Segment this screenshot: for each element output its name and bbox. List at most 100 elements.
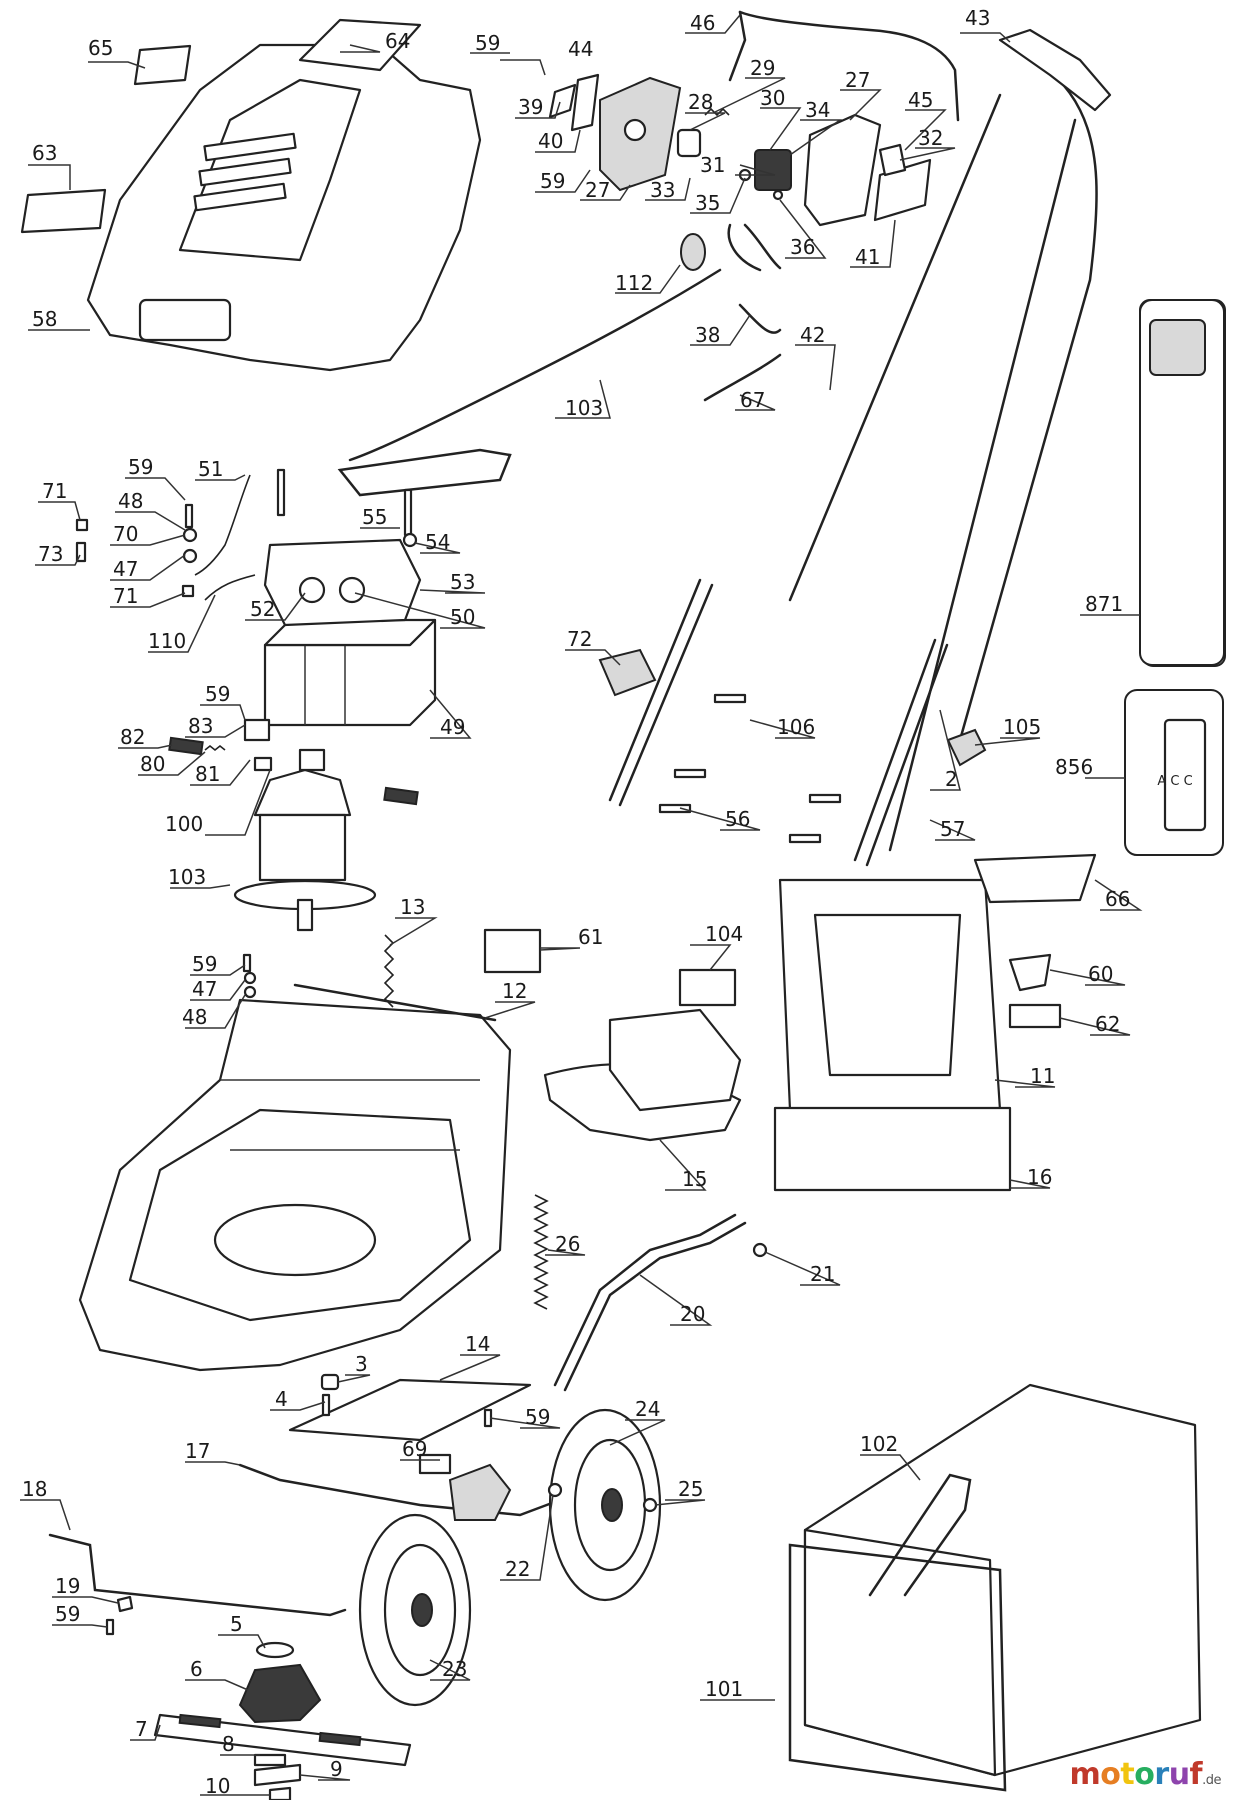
motor-103 [233,768,377,932]
bail-46-left [728,10,747,82]
callout-54: 54 [425,530,450,554]
washer-47b [243,971,257,985]
callout-53: 53 [450,570,475,594]
callout-871: 871 [1085,592,1123,616]
lower-tube-right-b [865,643,949,867]
watermark-letter: m [1069,1757,1101,1792]
rear-flap-panel [813,913,962,1077]
nut-71 [75,518,89,532]
callout-57: 57 [940,817,965,841]
callout-2: 2 [945,767,958,791]
callout-26: 26 [555,1232,580,1256]
callout-39: 39 [518,95,543,119]
bolt-73 [75,541,87,563]
callout-52: 52 [250,597,275,621]
callout-44: 44 [568,37,593,61]
callout-106: 106 [777,715,815,739]
spring-13 [383,934,395,1008]
callout-100: 100 [165,812,203,836]
callout-40: 40 [538,129,563,153]
mower-deck [78,998,512,1372]
callout-19: 19 [55,1574,80,1598]
clamp-72 [598,648,657,697]
watermark-letter: t [1120,1757,1135,1792]
callout-55: 55 [362,505,387,529]
callout-15: 15 [682,1167,707,1191]
screw-59e [242,953,252,973]
callout-103: 103 [565,396,603,420]
screw-59c [184,503,194,529]
hook-45 [878,143,907,177]
callout-48: 48 [182,1005,207,1029]
cable-38 [738,303,782,334]
callout-80: 80 [140,752,165,776]
callout-50: 50 [450,605,475,629]
callout-69: 69 [402,1437,427,1461]
plate-100 [253,756,273,772]
callout-22: 22 [505,1557,530,1581]
bail-cable-103 [348,268,722,462]
callout-105: 105 [1003,715,1041,739]
callout-35: 35 [695,191,720,215]
bolt-10 [268,1786,292,1800]
callout-67: 67 [740,388,765,412]
spring-26 [533,1194,549,1310]
callout-24: 24 [635,1397,660,1421]
callout-labels: 65 64 59 44 46 43 63 39 40 28 29 30 34 2… [22,6,1130,1798]
callout-28: 28 [688,90,713,114]
terminal-50 [338,576,366,604]
watermark: motoruf.de [1069,1757,1222,1792]
leader-lines [20,14,1143,1796]
callout-14: 14 [465,1332,490,1356]
callout-51: 51 [198,457,223,481]
callout-12: 12 [502,979,527,1003]
label-40 [570,73,600,132]
callout-9: 9 [330,1757,343,1781]
brush-holder-83 [243,718,271,742]
callout-30: 30 [760,86,785,110]
callout-64: 64 [385,29,410,53]
wheel-24 [548,1408,662,1602]
switch-button [676,128,702,158]
callout-59: 59 [525,1405,550,1429]
watermark-letter: r [1154,1757,1169,1792]
callout-11: 11 [1030,1064,1055,1088]
blade-slot-left [178,1713,222,1729]
brush-82 [168,736,204,756]
callout-103: 103 [168,865,206,889]
callout-42: 42 [800,323,825,347]
cable-67 [703,353,782,402]
axle-17 [238,1463,562,1517]
label-65 [133,44,192,86]
handle-left-tube [788,93,1002,602]
callout-46: 46 [690,11,715,35]
watermark-suffix: .de [1202,1773,1221,1788]
washer-48b [243,985,257,999]
screw-59g [105,1618,115,1636]
callout-3: 3 [355,1352,368,1376]
bolt-long [276,468,286,517]
callout-27: 27 [845,68,870,92]
switch-34 [754,149,792,191]
callout-56: 56 [725,807,750,831]
callout-36: 36 [790,235,815,259]
brush-holder-83b [298,748,326,772]
handle-grip-43 [998,28,1112,112]
switch-housing-right [803,113,882,227]
callout-23: 23 [442,1657,467,1681]
callout-101: 101 [705,1677,743,1701]
callout-7: 7 [135,1717,148,1741]
spring-29 [704,107,730,117]
callout-5: 5 [230,1612,243,1636]
callout-20: 20 [680,1302,705,1326]
label-39 [548,83,577,119]
callout-8: 8 [222,1732,235,1756]
callout-13: 13 [400,895,425,919]
callout-62: 62 [1095,1012,1120,1036]
callout-4: 4 [275,1387,288,1411]
bolt-55 [403,488,413,537]
callout-43: 43 [965,6,990,30]
nut-71b [181,584,195,598]
label-62 [1008,1003,1062,1029]
battery-49 [263,618,437,727]
